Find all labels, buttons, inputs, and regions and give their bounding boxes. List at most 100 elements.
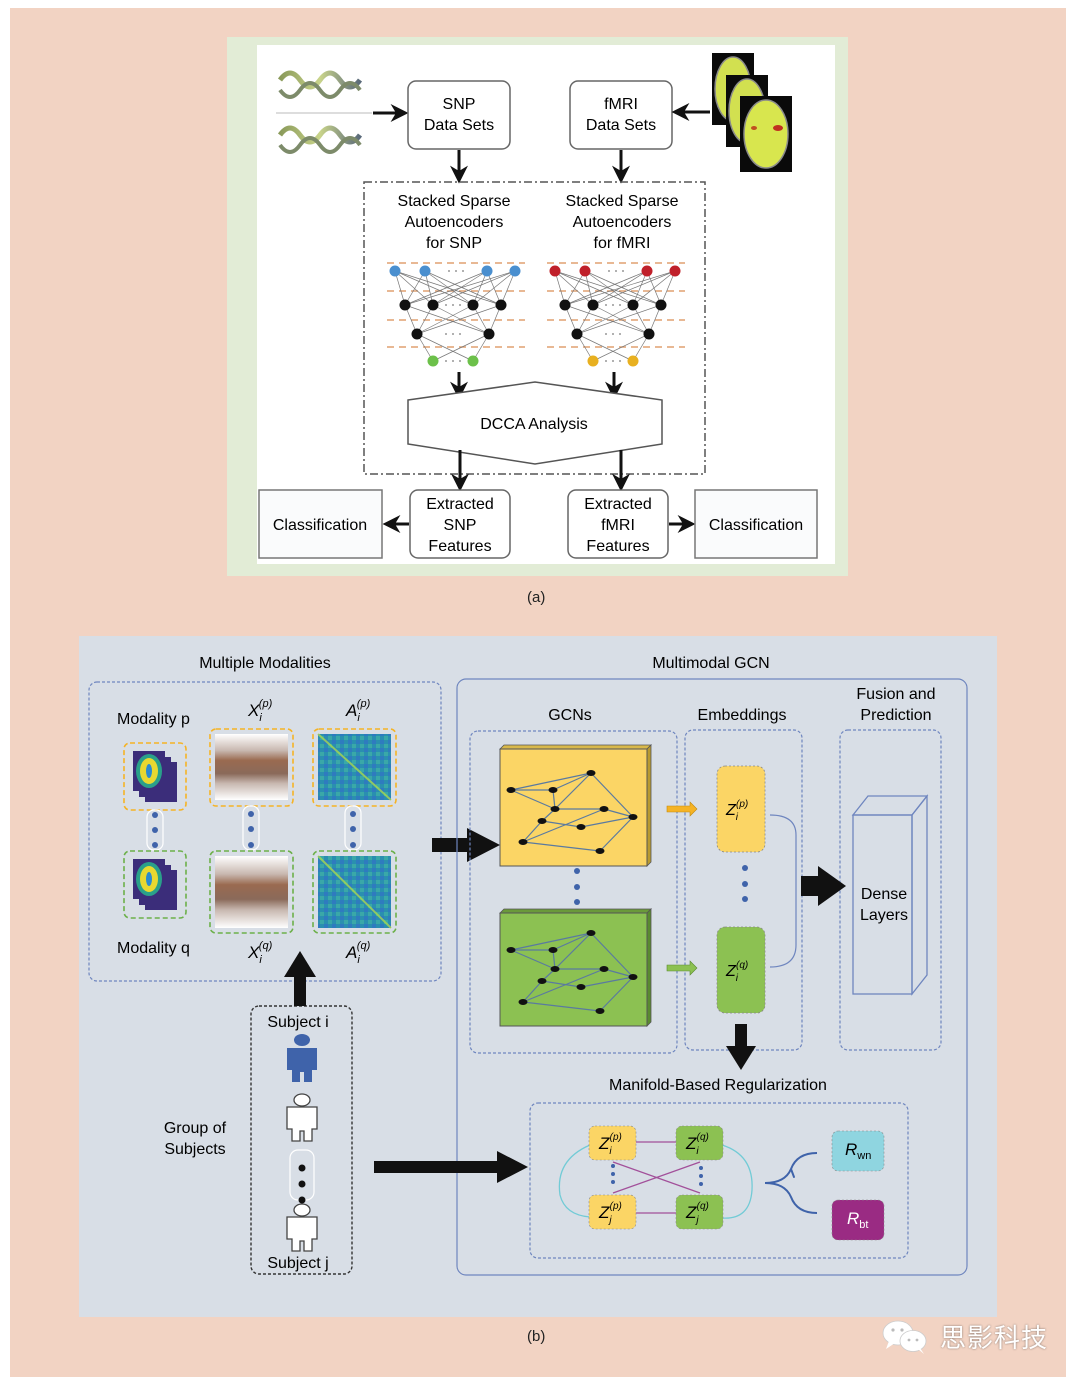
graph-node [628, 814, 638, 820]
network-edge [592, 270, 676, 306]
graph-edge [580, 816, 634, 828]
network-edge [424, 270, 474, 306]
label-x-p: Xi(p) [247, 698, 273, 724]
graph-node [506, 947, 516, 953]
ssae-snp-line3: for SNP [426, 235, 482, 252]
network-edge [576, 304, 634, 335]
extracted-snp-line2: SNP [444, 517, 477, 534]
network-node [427, 299, 439, 311]
network-edge [416, 304, 502, 335]
arrow-embeddings-to-dense [801, 866, 846, 906]
network-edge [564, 270, 676, 306]
a-p-frame [312, 728, 397, 807]
panel-b: Multiple Modalities Modality p Modality … [79, 636, 997, 1317]
graph-edge [510, 949, 556, 970]
snp-data-line2: Data Sets [424, 117, 494, 134]
ellipsis-dot [455, 270, 457, 272]
arrow-subjects-to-regularization [374, 1151, 528, 1183]
snp-data-sets-box: SNP Data Sets [407, 80, 511, 150]
group-label-line1: Group of [164, 1120, 227, 1137]
fmri-data-line2: Data Sets [586, 117, 656, 134]
svg-text:Rwn: Rwn [845, 1140, 871, 1162]
network-edge [564, 270, 586, 306]
time-series-plot-q [215, 856, 288, 928]
network-node [655, 299, 667, 311]
brain-mri-icon-q [133, 859, 177, 910]
network-node [481, 265, 493, 277]
network-edge [416, 333, 474, 362]
panel-a-diagram: SNP Data Sets fMRI Data Sets Stacked Spa… [258, 53, 818, 559]
network-edge [576, 304, 594, 335]
graph-node [550, 806, 560, 812]
network-edge [404, 270, 426, 306]
ellipsis-dot [605, 333, 607, 335]
subject-j-label: Subject j [267, 1255, 328, 1272]
dense-line2: Layers [860, 907, 908, 924]
ellipsis-dot [619, 304, 621, 306]
network-edge [416, 304, 434, 335]
graph-node [550, 966, 560, 972]
modality-ellipsis [146, 805, 362, 851]
multiple-modalities-box [88, 681, 442, 982]
graph-edge [590, 932, 634, 978]
extracted-fmri-line3: Features [586, 538, 649, 555]
extracted-fmri-line1: Extracted [584, 496, 652, 513]
graph-edge [603, 808, 634, 818]
arrow-embeddings-to-regularization [726, 1024, 756, 1070]
network-node [411, 328, 423, 340]
regularization-box [529, 1102, 909, 1259]
modality-q-brain-frame [123, 850, 187, 919]
network-node [399, 299, 411, 311]
extracted-snp-line3: Features [428, 538, 491, 555]
fusion-prediction-box [839, 729, 942, 1051]
graph-node [548, 787, 558, 793]
network-edge [432, 270, 516, 306]
ellipsis-dot [452, 333, 454, 335]
network-edge [424, 270, 502, 306]
graph-node [599, 806, 609, 812]
classification-right-label: Classification [709, 517, 803, 534]
ellipsis-dot [452, 360, 454, 362]
ellipsis-dot [605, 304, 607, 306]
classification-right-box: Classification [694, 489, 818, 559]
brain-scan-stack-icon [712, 53, 792, 172]
panel-a: SNP Data Sets fMRI Data Sets Stacked Spa… [257, 45, 835, 564]
graph-node [576, 984, 586, 990]
graph-edge [599, 816, 634, 852]
network-edge [592, 304, 650, 335]
x-p-frame [209, 728, 294, 807]
network-edge [394, 270, 406, 306]
network-edge [394, 270, 474, 306]
extracted-fmri-line2: fMRI [601, 517, 635, 534]
graph-edge [522, 841, 601, 852]
network-edge [592, 333, 650, 362]
graph-node [628, 974, 638, 980]
subject-i-label: Subject i [267, 1014, 328, 1031]
caption-a: (a) [527, 589, 546, 606]
graph-node [595, 848, 605, 854]
network-node [467, 355, 479, 367]
wechat-icon [882, 1320, 927, 1354]
network-edge [472, 270, 488, 306]
graph-edge [522, 1001, 601, 1012]
ellipsis-dot [612, 304, 614, 306]
gcn-graph-q [499, 908, 652, 1027]
network-edge [660, 270, 676, 306]
ellipsis-dot [622, 270, 624, 272]
multimodal-gcn-title: Multimodal GCN [652, 655, 769, 672]
graph-node [518, 999, 528, 1005]
graph-edge [522, 808, 605, 843]
label-a-p: Ai(p) [345, 698, 371, 724]
graph-edge [510, 932, 592, 951]
network-edge [500, 270, 516, 306]
node-z-j-p: Zj(p) [588, 1194, 637, 1230]
snp-data-line1: SNP [443, 96, 476, 113]
graph-edge [541, 980, 582, 988]
graph-node [537, 818, 547, 824]
network-edge [554, 270, 594, 306]
arrow-gcn-p-to-embedding [666, 801, 698, 817]
svg-text:Zi(q): Zi(q) [685, 1132, 709, 1157]
graph-edge [554, 772, 592, 810]
ssae-dcca-container [363, 181, 706, 475]
network-edge [404, 270, 488, 306]
